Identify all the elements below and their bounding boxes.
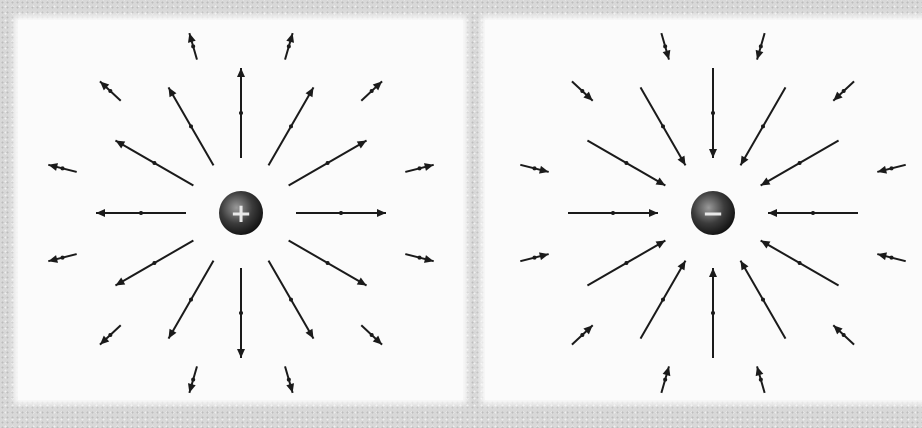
negative-field-diagram: − (520, 32, 906, 394)
positive-inner-arrow (237, 268, 245, 358)
positive-outer-arrow (360, 324, 383, 346)
positive-inner-arrow (96, 209, 186, 217)
negative-outer-arrow (660, 32, 671, 60)
positive-outer-arrow (99, 324, 122, 346)
positive-outer-arrow (405, 163, 434, 173)
positive-outer-arrow (99, 80, 122, 102)
positive-field-diagram: + (48, 32, 434, 394)
negative-outer-arrow (520, 252, 549, 263)
positive-inner-arrow (267, 86, 315, 166)
positive-charge-sphere (219, 191, 263, 235)
positive-charge-sign: + (230, 199, 252, 229)
negative-inner-arrow (739, 260, 787, 340)
positive-inner-arrow (167, 260, 215, 340)
positive-inner-arrow (267, 260, 315, 340)
negative-inner-arrow (586, 239, 666, 287)
negative-outer-arrow (832, 324, 855, 346)
positive-inner-arrow (237, 68, 245, 158)
positive-outer-arrow (188, 32, 198, 60)
positive-inner-arrow (114, 139, 194, 187)
positive-outer-arrow (48, 163, 77, 173)
negative-inner-arrow (639, 86, 687, 166)
negative-outer-arrow (832, 80, 855, 102)
negative-outer-arrow (660, 366, 671, 394)
negative-inner-arrow (760, 139, 840, 187)
negative-inner-arrow (739, 86, 787, 166)
positive-inner-arrow (296, 209, 386, 217)
positive-inner-arrow (288, 139, 368, 187)
positive-outer-arrow (284, 32, 294, 60)
negative-inner-arrow (639, 260, 687, 340)
negative-outer-arrow (877, 252, 906, 263)
negative-inner-arrow (586, 139, 666, 187)
positive-outer-arrow (360, 80, 383, 102)
positive-charge: + (219, 191, 263, 235)
negative-inner-arrow (709, 268, 717, 358)
negative-inner-arrow (709, 68, 717, 158)
negative-outer-arrow (571, 80, 594, 102)
positive-outer-arrow (405, 253, 434, 263)
negative-outer-arrow (877, 163, 906, 174)
negative-outer-arrow (755, 366, 766, 394)
negative-charge: − (691, 191, 735, 235)
positive-outer-arrow (284, 366, 294, 394)
negative-outer-arrow (571, 324, 594, 346)
positive-inner-arrow (288, 239, 368, 287)
negative-outer-arrow (755, 32, 766, 60)
negative-charge-sphere (691, 191, 735, 235)
negative-inner-arrow (760, 239, 840, 287)
negative-outer-arrow (520, 163, 549, 174)
positive-outer-arrow (48, 253, 77, 263)
negative-inner-arrow (568, 209, 658, 217)
positive-inner-arrow (114, 239, 194, 287)
positive-inner-arrow (167, 86, 215, 166)
negative-field-arrows (520, 32, 906, 394)
positive-field-arrows (48, 32, 434, 394)
positive-outer-arrow (188, 366, 198, 394)
negative-charge-sign: − (702, 199, 724, 229)
negative-inner-arrow (768, 209, 858, 217)
